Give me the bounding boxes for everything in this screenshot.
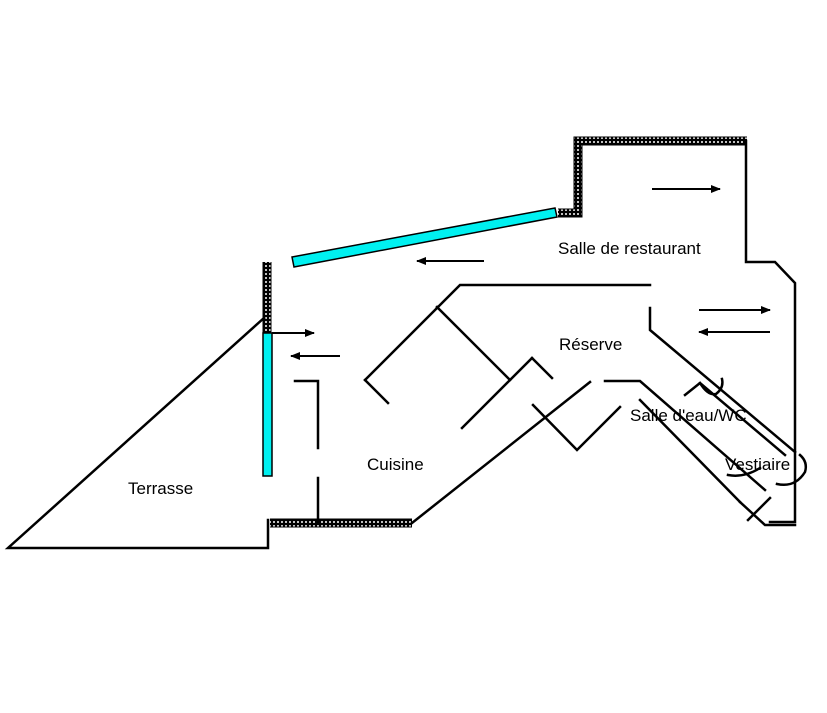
window-cuisine bbox=[262, 332, 273, 477]
room-labels: Salle de restaurant Réserve Salle d'eau/… bbox=[128, 239, 790, 498]
walls bbox=[4, 139, 808, 550]
label-vestiaire: Vestiaire bbox=[725, 455, 790, 474]
circulation-arrows bbox=[272, 185, 771, 360]
windows bbox=[262, 207, 558, 477]
label-reserve: Réserve bbox=[559, 335, 622, 354]
exterior-walls bbox=[262, 136, 747, 528]
label-cuisine: Cuisine bbox=[367, 455, 424, 474]
label-salle-de-restaurant: Salle de restaurant bbox=[558, 239, 701, 258]
window-restaurant bbox=[291, 207, 558, 268]
label-terrasse: Terrasse bbox=[128, 479, 193, 498]
label-salle-d-eau-wc: Salle d'eau/WC bbox=[630, 406, 747, 425]
